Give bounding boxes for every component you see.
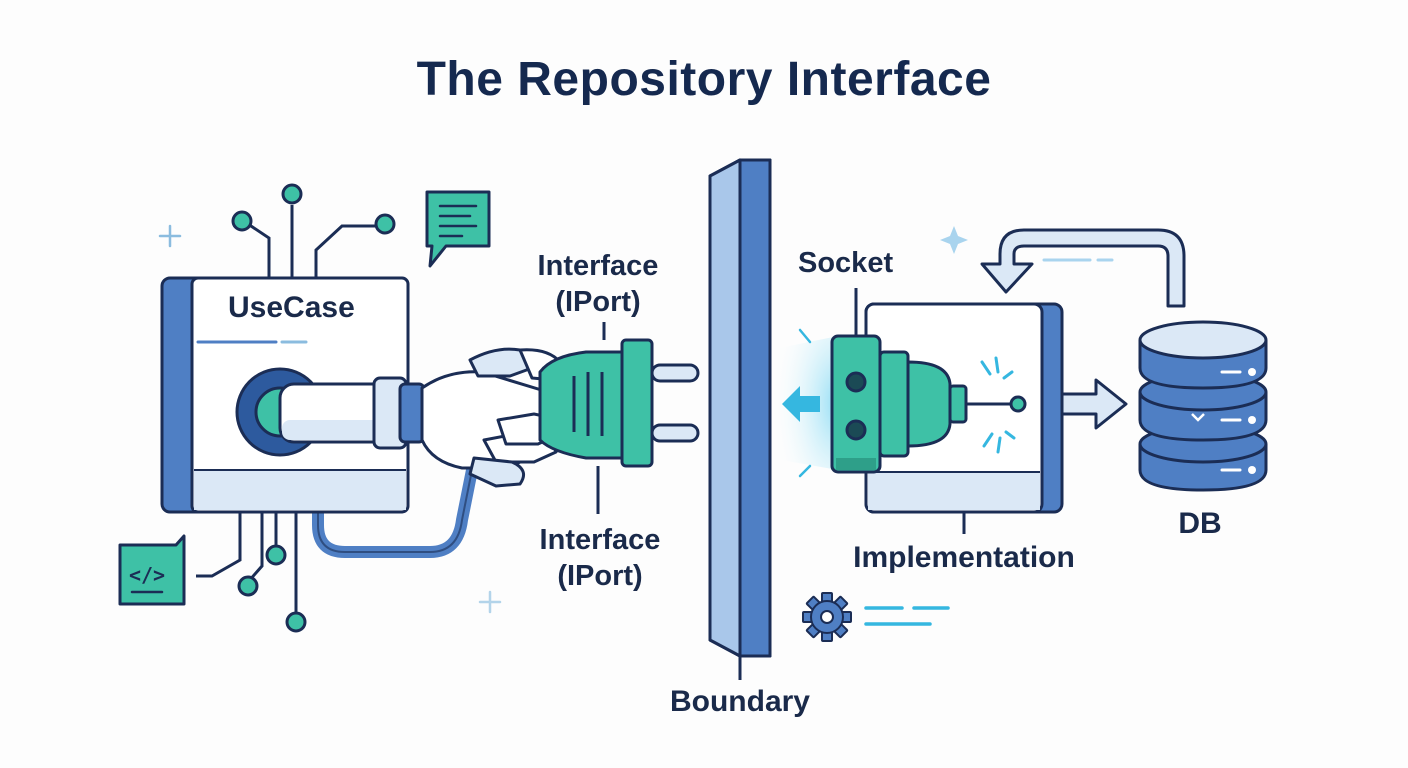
gear-icon [802, 592, 852, 642]
socket-label: Socket [798, 247, 894, 279]
interface-label-top: Interface (IPort) [508, 248, 688, 320]
sparkle-right-top [940, 226, 968, 254]
connection-sparks [798, 328, 812, 478]
database-icon [1138, 320, 1268, 492]
usecase-circuit-nodes [231, 183, 396, 633]
sparkle-left-bottom [478, 590, 502, 614]
gear-dashes [864, 606, 950, 626]
implementation-sparks [980, 356, 1016, 454]
usecase-label: UseCase [228, 291, 355, 324]
boundary-label: Boundary [669, 685, 810, 718]
arrow-to-db [1060, 378, 1128, 430]
sparkle-left-top [158, 224, 182, 248]
db-label: DB [1178, 507, 1222, 540]
plug-icon [538, 338, 700, 468]
robot-hand [420, 347, 562, 488]
diagram-title: The Repository Interface [416, 53, 992, 106]
interface-label-bottom-line2: (IPort) [557, 560, 643, 592]
chat-bubble-icon [425, 190, 491, 268]
interface-label-top-line2: (IPort) [555, 286, 641, 318]
svg-text:</>: </> [129, 563, 165, 587]
interface-label-bottom-line1: Interface [539, 524, 661, 556]
code-icon: </> [118, 534, 186, 606]
connection-arrow [782, 386, 820, 422]
return-arrow [980, 228, 1186, 308]
boundary-wall [708, 158, 772, 658]
interface-label-top-line1: Interface [537, 250, 659, 282]
socket-icon [830, 288, 1027, 474]
implementation-label: Implementation [853, 541, 1075, 574]
usecase-circuit-lines [196, 205, 378, 612]
robot-arm [278, 376, 426, 450]
interface-label-bottom: Interface (IPort) [510, 522, 690, 594]
